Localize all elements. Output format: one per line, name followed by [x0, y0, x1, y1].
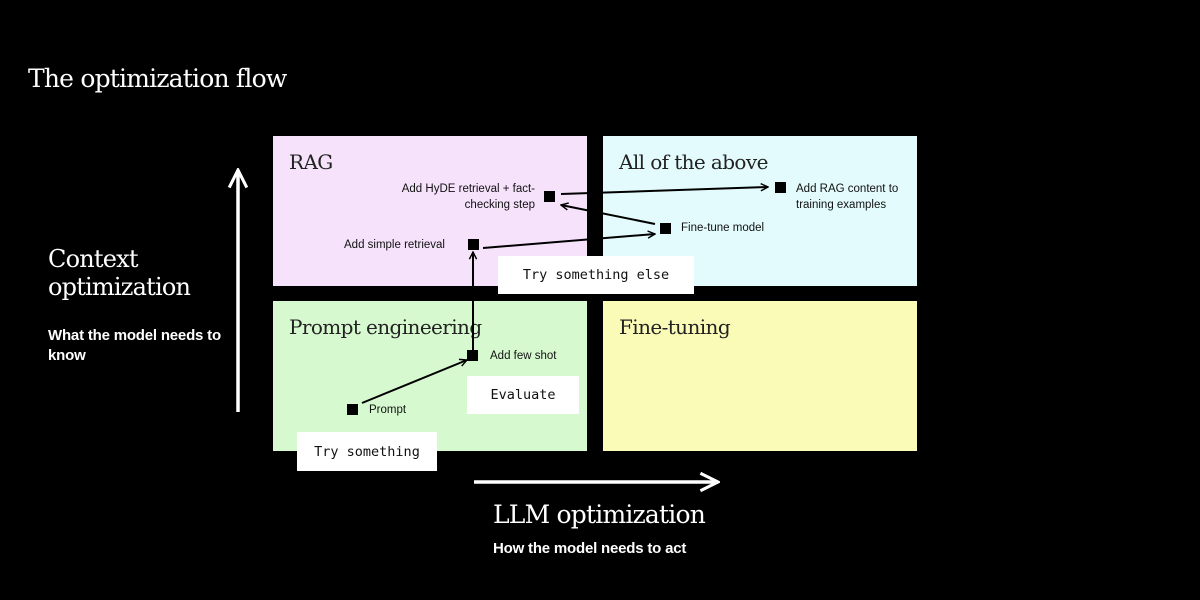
node-prompt-label: Prompt: [369, 404, 407, 416]
node-hyde-marker: [544, 191, 555, 202]
node-fine-tune-model-marker: [660, 223, 671, 234]
quadrant-fine-tuning-label: Fine-tuning: [619, 315, 731, 339]
x-axis-title: LLM optimization: [493, 500, 706, 529]
node-few-shot-marker: [467, 350, 478, 361]
node-simple-retrieval-label: Add simple retrieval: [344, 239, 445, 251]
quadrant-rag-label: RAG: [289, 150, 333, 174]
tag-try-something: Try something: [297, 432, 437, 471]
flow-arrow-fine-tune-to-hyde: [561, 205, 656, 225]
flow-arrow-prompt-to-few-shot: [361, 360, 467, 404]
quadrant-fine-tuning: Fine-tuning: [603, 301, 917, 451]
node-prompt-marker: [347, 404, 358, 415]
tag-try-something-else: Try something else: [498, 256, 694, 294]
node-rag-content-label: Add RAG content to training examples: [796, 183, 899, 211]
diagram-title: The optimization flow: [28, 64, 287, 93]
node-rag-content-marker: [775, 182, 786, 193]
node-fine-tune-model-label: Fine-tune model: [681, 222, 765, 234]
quadrant-prompt-engineering-label: Prompt engineering: [289, 315, 482, 339]
y-axis-subtitle: What the model needs to know: [48, 327, 221, 364]
flow-arrow-hyde-to-rag-content: [560, 187, 768, 195]
node-simple-retrieval-marker: [468, 239, 479, 250]
y-axis-title: Context optimization: [48, 245, 191, 301]
node-few-shot-label: Add few shot: [490, 350, 557, 362]
flow-arrow-simple-retrieval-to-fine-tune: [482, 234, 655, 249]
quadrant-all-of-the-above-label: All of the above: [619, 150, 768, 174]
tag-evaluate: Evaluate: [467, 376, 579, 414]
node-hyde-label: Add HyDE retrieval + fact-checking step: [401, 183, 535, 211]
x-axis-subtitle: How the model needs to act: [493, 540, 687, 557]
